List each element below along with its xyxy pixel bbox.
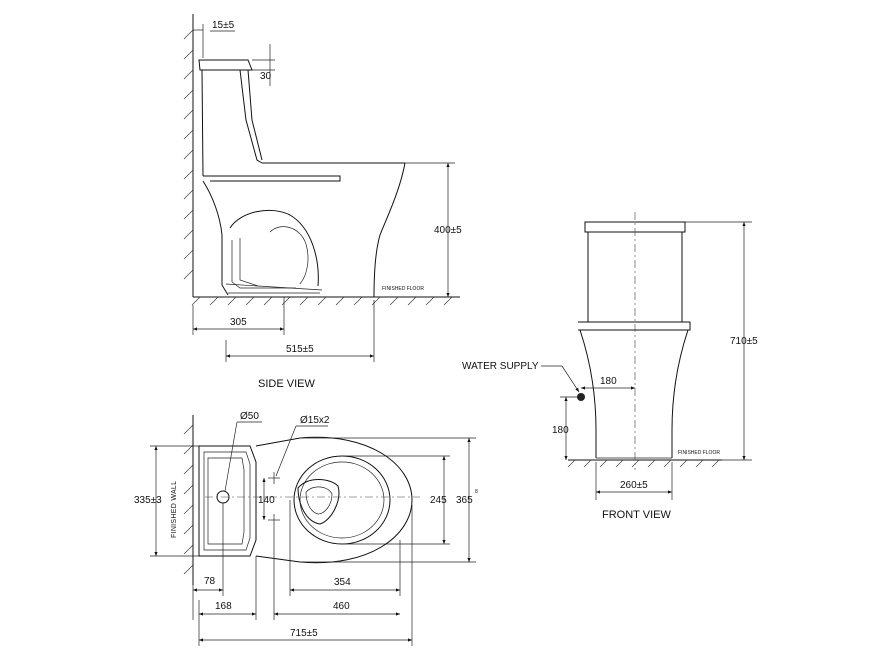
bolt-holes: [268, 472, 280, 526]
finished-wall-label: FINISHED WALL: [171, 481, 178, 538]
dim-supply-offset: 180: [600, 376, 617, 387]
dim-bowl-length: 354: [334, 577, 351, 588]
side-view-title: SIDE VIEW: [258, 378, 315, 390]
dim-tank-depth: 168: [215, 601, 232, 612]
dim-lid-step: 30: [260, 71, 272, 82]
dim-total-length: 715±5: [290, 628, 318, 639]
dim-base-width: 260±5: [620, 480, 648, 491]
water-supply-point: [577, 393, 585, 401]
dim-outlet: 305: [230, 317, 247, 328]
dim-overall-width: 365: [456, 495, 473, 506]
dim-hole-spacing: 140: [258, 495, 275, 506]
side-wall-hatch: [183, 29, 194, 280]
dim-supply-height: 180: [552, 425, 569, 436]
front-view: 710±5 WATER SUPPLY 180 180 FINISHED FLOO…: [462, 212, 758, 521]
dim-depth: 515±5: [286, 344, 314, 355]
front-view-title: FRONT VIEW: [602, 509, 671, 521]
front-finished-floor-label: FINISHED FLOOR: [678, 450, 720, 456]
dim-overall-width-tol: 8: [475, 489, 478, 495]
top-view: FINISHED WALL Ø50 Ø15x2: [134, 411, 478, 646]
water-supply-label: WATER SUPPLY: [462, 361, 539, 372]
toilet-side-outline: [198, 59, 406, 298]
top-wall-hatch: [183, 424, 194, 575]
dim-wall-gap: 15±5: [212, 20, 235, 31]
side-view: 15±5 30 400±5 FINISHED FLOOR 305 515±5 S…: [183, 14, 462, 390]
front-floor-hatch: [567, 459, 720, 468]
side-floor-hatch: [191, 296, 453, 306]
dim-tank-offset: 78: [204, 576, 216, 587]
dim-bowl-width: 245: [430, 495, 447, 506]
dim-front-height: 710±5: [730, 336, 758, 347]
dim-bolt-holes: Ø15x2: [300, 415, 330, 426]
dim-seat-height: 400±5: [434, 225, 462, 236]
dim-bowl-extent: 460: [333, 601, 350, 612]
dim-width: 335±3: [134, 495, 162, 506]
dim-flush-hole: Ø50: [240, 411, 259, 422]
side-finished-floor-label: FINISHED FLOOR: [382, 286, 424, 292]
toilet-front-outline: [578, 221, 691, 459]
